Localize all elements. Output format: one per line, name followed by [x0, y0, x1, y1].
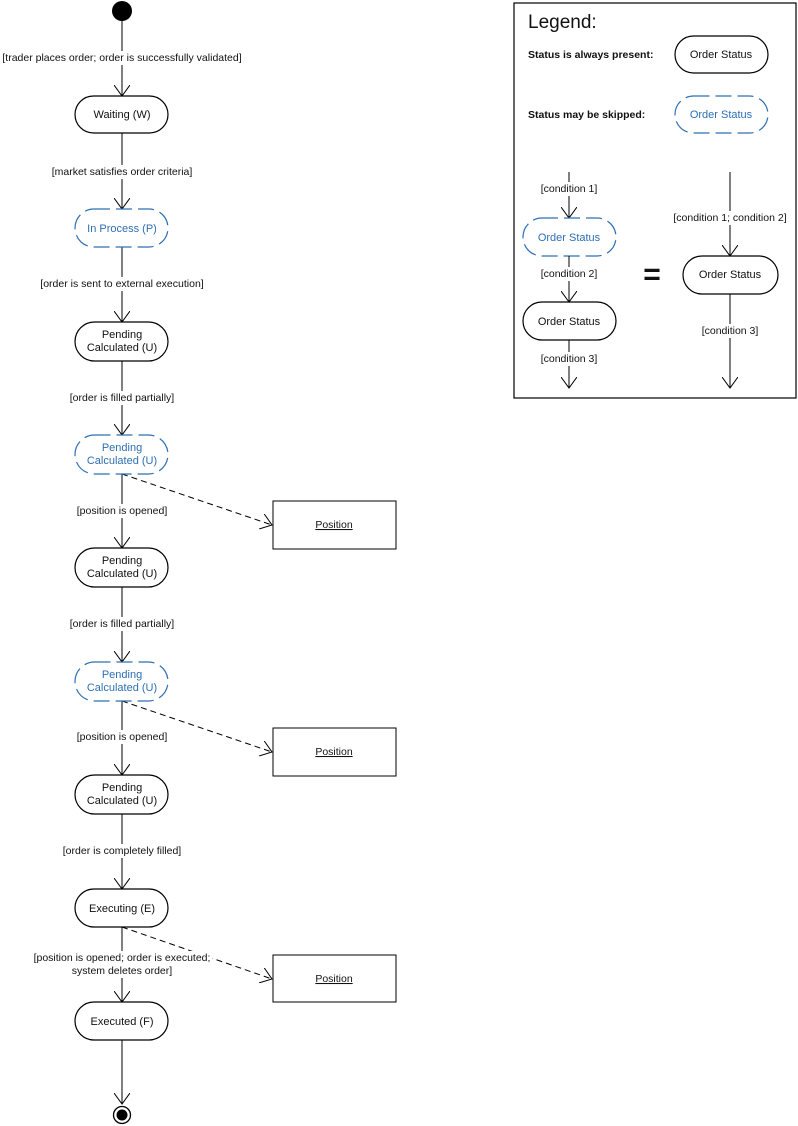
state-pending-1: Pending Calculated (U) — [74, 321, 169, 362]
label-backdrop — [74, 730, 170, 744]
condition-label: [position is opened] — [77, 505, 168, 517]
legend-example-skip-text: Order Status — [538, 232, 601, 244]
state-pending-3: Pending Calculated (U) — [74, 547, 169, 588]
legend-title: Legend: — [528, 12, 597, 33]
dashed-arrow-position-3 — [121, 926, 272, 979]
position-label: Position — [315, 973, 353, 985]
position-box-3: Position — [272, 954, 397, 1003]
state-label-line2: Calculated (U) — [87, 342, 157, 354]
label-backdrop — [74, 504, 170, 518]
state-label-line1: Pending — [102, 669, 142, 681]
state-pending-2-skippable: Pending Calculated (U) — [74, 434, 169, 475]
condition-label: [order is sent to external execution] — [40, 278, 204, 290]
legend-equals-sign: = — [643, 258, 661, 291]
condition-label: [order is filled partially] — [70, 618, 175, 630]
state-executing: Executing (E) — [74, 888, 169, 928]
label-backdrop — [49, 165, 195, 179]
state-label-line1: Pending — [102, 442, 142, 454]
state-label: Waiting (W) — [93, 109, 150, 121]
legend-dashed-status-shape — [674, 95, 769, 134]
condition-label: [position is opened] — [77, 731, 168, 743]
position-label: Position — [315, 519, 353, 531]
legend-may-skip-label: Status may be skipped: — [528, 109, 645, 121]
state-pending-5: Pending Calculated (U) — [74, 774, 169, 815]
condition-label: [order is filled partially] — [70, 392, 175, 404]
end-node — [112, 1105, 132, 1125]
condition-label: [market satisfies order criteria] — [52, 166, 193, 178]
label-backdrop — [538, 352, 600, 366]
label-backdrop — [38, 277, 206, 291]
state-label-line2: Calculated (U) — [87, 455, 157, 467]
state-label-line2: Calculated (U) — [87, 795, 157, 807]
label-backdrop — [538, 267, 600, 281]
state-label: Executing (E) — [89, 903, 155, 915]
state-waiting: Waiting (W) — [74, 95, 169, 134]
legend-solid-status-text: Order Status — [690, 49, 753, 61]
label-backdrop — [67, 391, 177, 405]
position-box-1: Position — [272, 500, 397, 550]
state-label-line2: Calculated (U) — [87, 568, 157, 580]
state-in-process: In Process (P) — [74, 208, 169, 248]
start-node — [112, 1, 132, 21]
state-label-line1: Pending — [102, 329, 142, 341]
legend-always-present-label: Status is always present: — [528, 49, 653, 61]
state-label-line2: Calculated (U) — [87, 682, 157, 694]
condition-label-line2: system deletes order] — [72, 965, 172, 977]
condition-label: [order is completely filled] — [63, 845, 182, 857]
label-backdrop — [31, 951, 213, 965]
legend-condition-label: [condition 3] — [702, 325, 759, 337]
position-box-2: Position — [272, 727, 397, 777]
position-label: Position — [315, 746, 353, 758]
state-label: In Process (P) — [87, 223, 157, 235]
state-label-line1: Pending — [102, 782, 142, 794]
label-backdrop — [69, 964, 175, 978]
legend-condition-label: [condition 2] — [541, 268, 598, 280]
legend-result-solid-text: Order Status — [699, 269, 762, 281]
legend-condition-label: [condition 1] — [541, 183, 598, 195]
legend-panel: Legend: Status is always present: Order … — [513, 2, 797, 399]
legend-solid-status-shape — [674, 35, 769, 74]
state-pending-4-skippable: Pending Calculated (U) — [74, 661, 169, 702]
label-backdrop — [60, 844, 184, 858]
legend-condition-label: [condition 1; condition 2] — [673, 212, 786, 224]
dashed-arrow-position-2 — [121, 700, 272, 752]
condition-label: [trader places order; order is successfu… — [2, 52, 241, 64]
label-backdrop — [699, 324, 761, 338]
legend-example-solid-text: Order Status — [538, 316, 601, 328]
condition-label-line1: [position is opened; order is executed; — [34, 952, 211, 964]
label-backdrop — [671, 211, 789, 225]
label-backdrop — [67, 617, 177, 631]
label-backdrop — [538, 182, 600, 196]
legend-dashed-status-text: Order Status — [690, 109, 753, 121]
legend-condition-label: [condition 3] — [541, 353, 598, 365]
label-backdrop — [0, 51, 244, 65]
state-label-line1: Pending — [102, 555, 142, 567]
dashed-arrow-position-1 — [121, 473, 272, 525]
state-label: Executed (F) — [91, 1016, 154, 1028]
state-executed: Executed (F) — [74, 1001, 169, 1041]
